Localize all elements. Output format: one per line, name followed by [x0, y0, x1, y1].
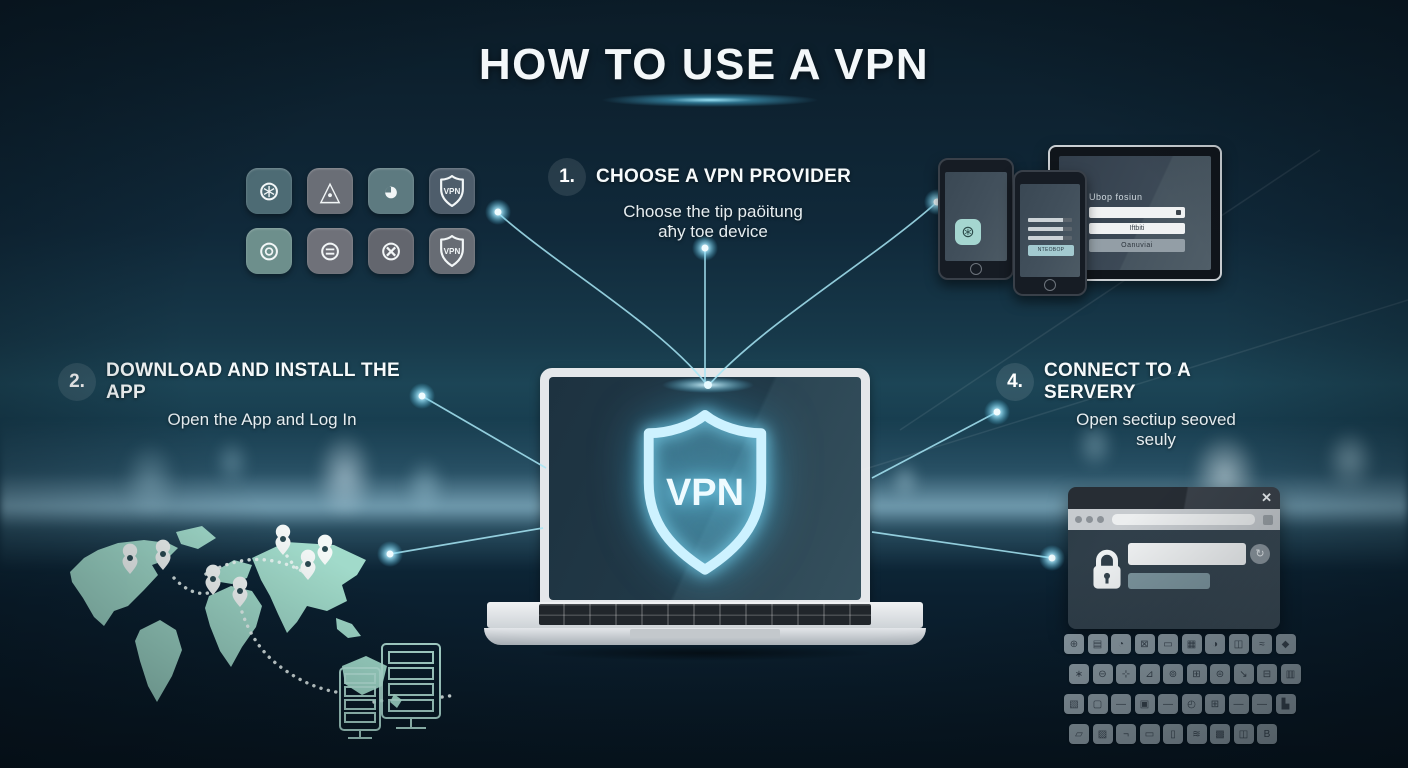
vpn-infographic: { "title": "HOW TO USE A VPN", "steps": … [0, 0, 1408, 768]
vignette-overlay [0, 0, 1408, 768]
